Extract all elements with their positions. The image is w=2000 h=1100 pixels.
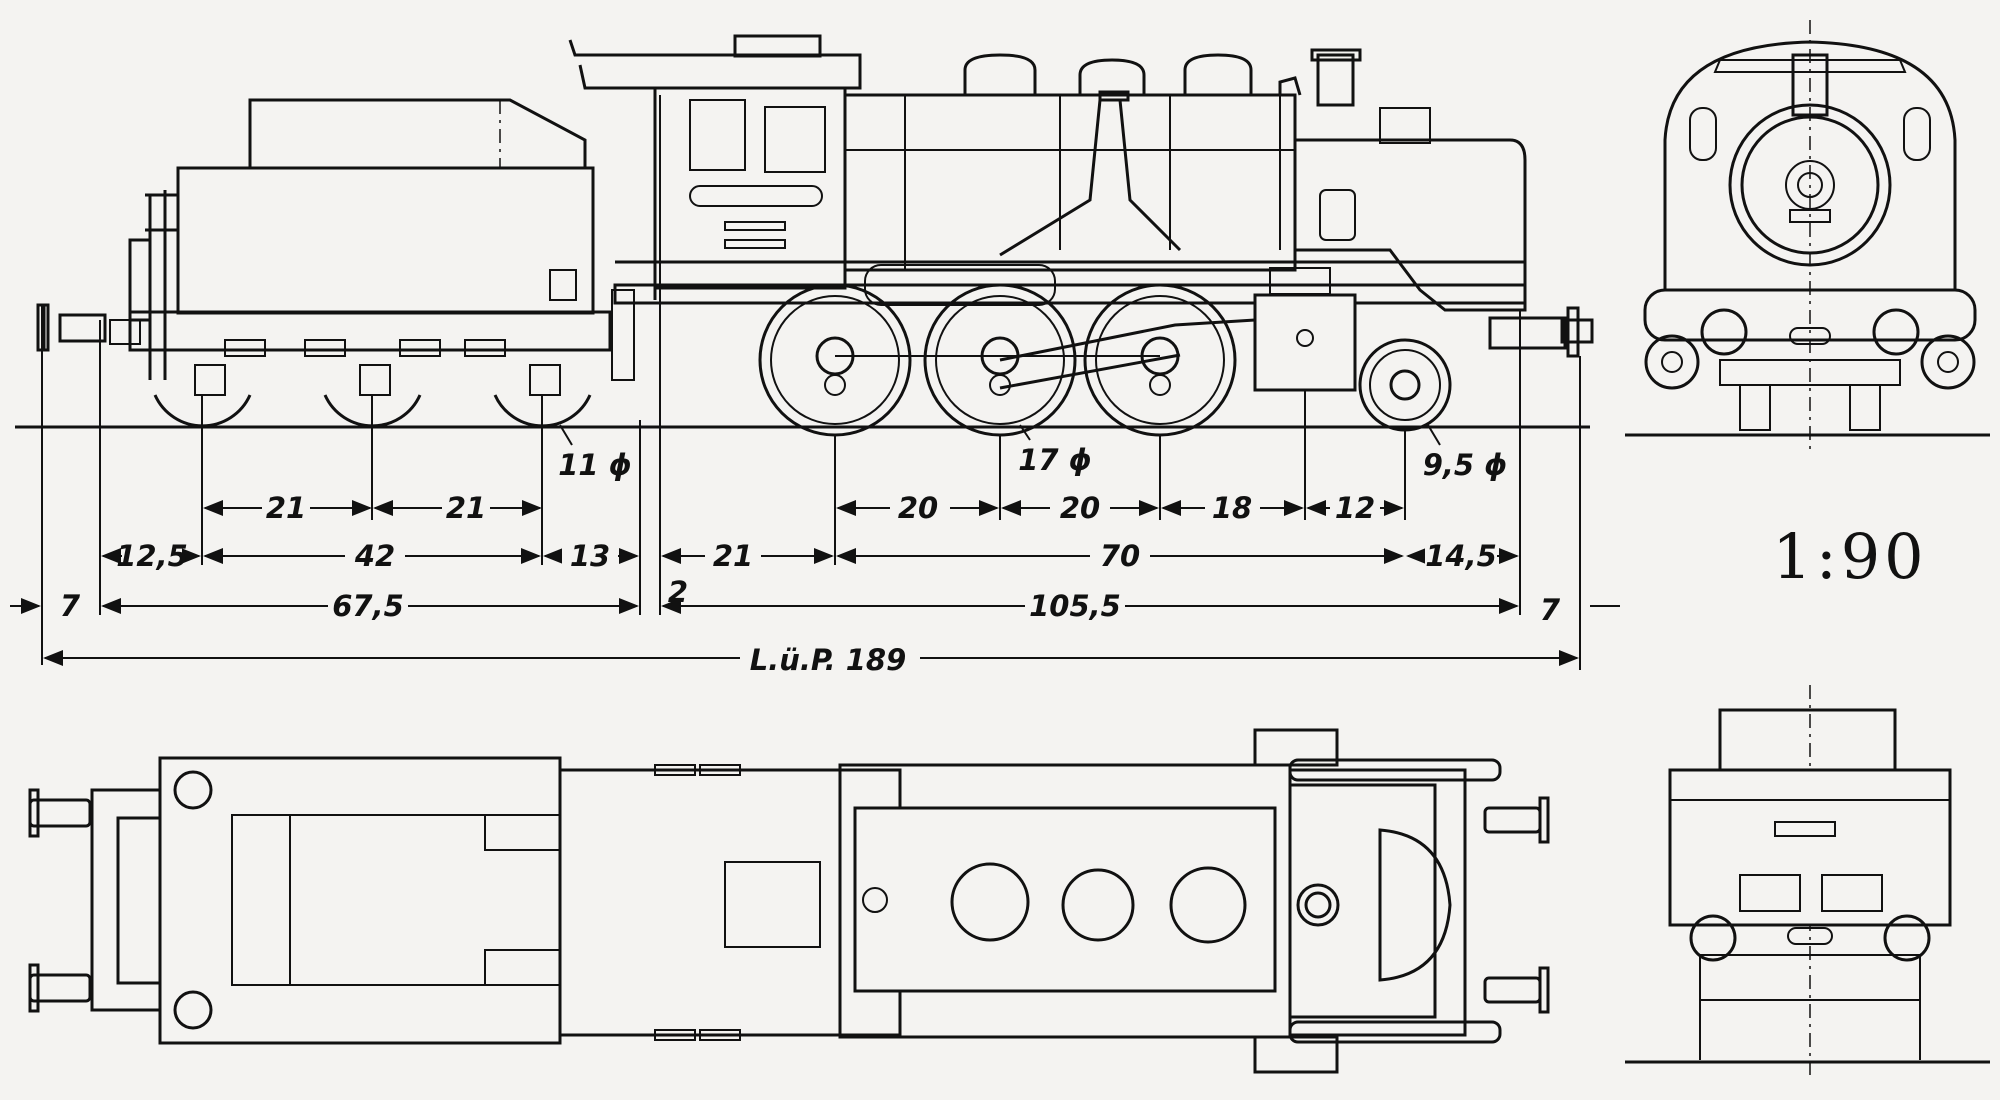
dim-buffer-front: 7	[1540, 593, 1561, 627]
dim-loco-overhang-front: 14,5	[1425, 539, 1497, 573]
dim-tender-axle-1: 21	[266, 491, 306, 525]
dim-tender-axle-2: 21	[446, 491, 486, 525]
dim-tender-wheelbase: 42	[354, 539, 395, 573]
dim-loco-length: 105,5	[1029, 589, 1121, 623]
dim-loco-axle-1: 20	[898, 491, 938, 525]
dim-tender-length: 67,5	[332, 589, 404, 623]
rear-view	[1625, 685, 1990, 1075]
dim-loco-overhang-rear: 21	[713, 539, 753, 573]
plan-view	[28, 728, 1550, 1074]
dim-loco-wheelbase: 70	[1100, 539, 1140, 573]
scale-label: 1:90	[1772, 520, 1927, 593]
dim-loco-axle-3: 18	[1212, 491, 1252, 525]
dim-tender-overhang-front: 13	[570, 539, 610, 573]
dimension-lines	[10, 500, 1620, 666]
leading-wheel-diameter: 9,5 ϕ	[1423, 448, 1508, 482]
dim-buffer-rear: 7	[60, 589, 81, 623]
overall-length-label: L.ü.P. 189	[750, 643, 907, 677]
dim-tender-overhang-rear: 12,5	[116, 539, 188, 573]
tender-wheel-diameter: 11 ϕ	[558, 448, 632, 482]
front-view	[1625, 20, 1990, 450]
cab-side	[568, 34, 862, 300]
extension-lines	[41, 290, 1581, 670]
dimension-labels: 21 21 20 20 18 12 12,5 42 13 21 70 14,5 …	[60, 424, 1561, 677]
boiler-side	[613, 48, 1594, 392]
dim-loco-axle-4: 12	[1335, 491, 1375, 525]
tender-side	[36, 98, 635, 428]
dim-loco-axle-2: 20	[1060, 491, 1100, 525]
dim-coupling-gap: 2	[668, 575, 688, 609]
side-elevation: 21 21 20 20 18 12 12,5 42 13 21 70 14,5 …	[10, 34, 1620, 677]
driving-wheel-diameter: 17 ϕ	[1018, 443, 1092, 477]
